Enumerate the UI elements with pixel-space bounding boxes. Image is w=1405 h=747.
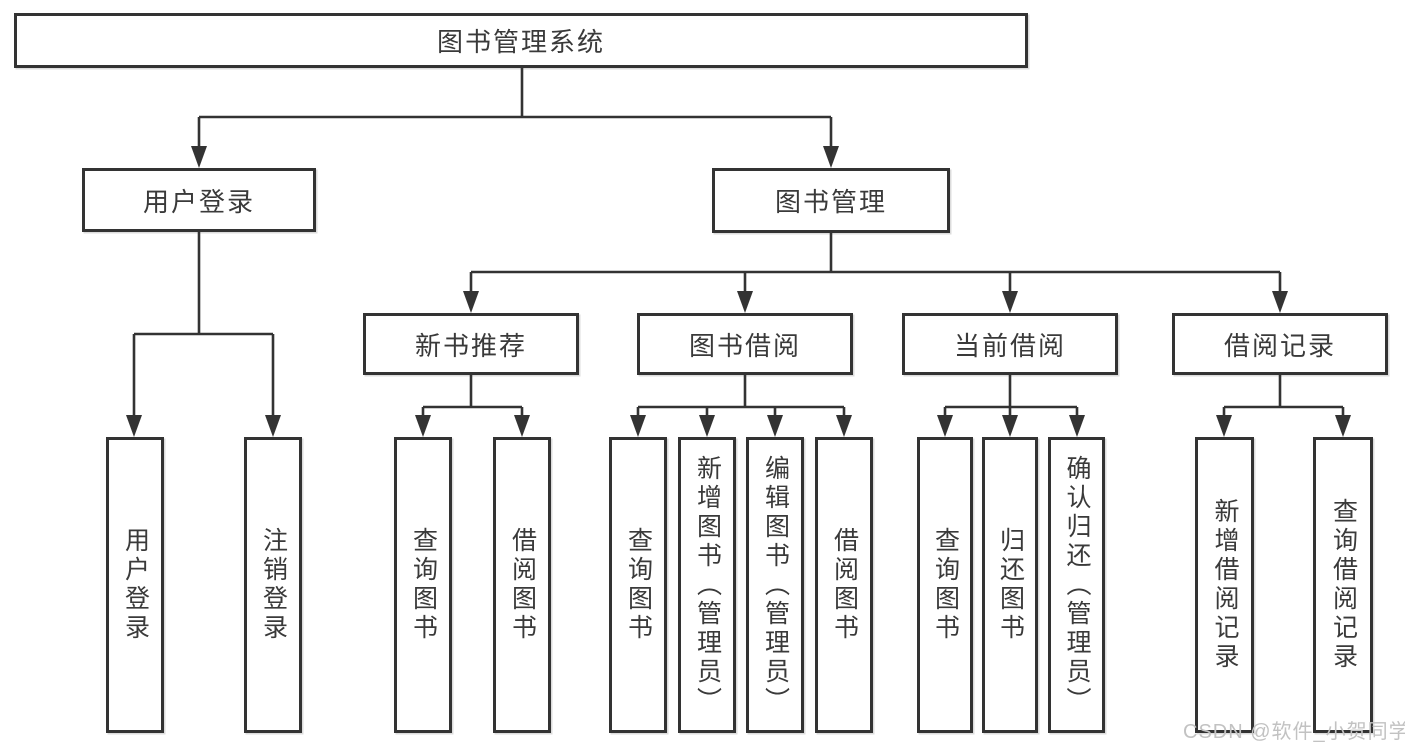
- leaf-query-books-current: 查询图书: [917, 437, 973, 733]
- leaf-query-books-borrowing-label: 查询图书: [624, 527, 653, 643]
- leaf-return-books: 归还图书: [982, 437, 1038, 733]
- leaf-query-borrow-record: 查询借阅记录: [1313, 437, 1373, 733]
- node-book-management: 图书管理: [712, 168, 950, 233]
- leaf-add-borrow-record: 新增借阅记录: [1195, 437, 1254, 733]
- leaf-user-login-label: 用户登录: [121, 527, 150, 643]
- leaf-edit-books-admin: 编辑图书（管理员）: [746, 437, 804, 733]
- leaf-query-books-recommend: 查询图书: [394, 437, 452, 733]
- node-borrowing-records: 借阅记录: [1172, 313, 1388, 375]
- leaf-confirm-return-admin: 确认归还（管理员）: [1048, 437, 1105, 733]
- node-borrowing-records-label: 借阅记录: [1223, 330, 1336, 361]
- node-current-borrowing-label: 当前借阅: [953, 330, 1066, 361]
- node-user-login-label: 用户登录: [142, 186, 255, 217]
- node-new-book-recommendation-label: 新书推荐: [414, 330, 527, 361]
- leaf-edit-books-admin-label: 编辑图书（管理员）: [761, 454, 790, 716]
- node-current-borrowing: 当前借阅: [902, 313, 1118, 375]
- leaf-add-borrow-record-label: 新增借阅记录: [1211, 498, 1239, 672]
- leaf-query-books-borrowing: 查询图书: [609, 437, 667, 733]
- leaf-query-books-current-label: 查询图书: [931, 527, 960, 643]
- leaf-query-books-recommend-label: 查询图书: [409, 527, 438, 643]
- leaf-user-login: 用户登录: [106, 437, 164, 733]
- leaf-confirm-return-admin-label: 确认归还（管理员）: [1063, 454, 1091, 716]
- node-user-login: 用户登录: [82, 168, 316, 232]
- leaf-add-books-admin: 新增图书（管理员）: [678, 437, 736, 733]
- leaf-return-books-label: 归还图书: [996, 527, 1025, 643]
- leaf-borrow-books-borrowing-label: 借阅图书: [830, 527, 859, 643]
- leaf-query-borrow-record-label: 查询借阅记录: [1329, 498, 1358, 672]
- node-library-management-system-label: 图书管理系统: [436, 27, 605, 57]
- leaf-borrow-books-recommend: 借阅图书: [493, 437, 551, 733]
- node-book-borrowing: 图书借阅: [637, 313, 853, 375]
- leaf-logout: 注销登录: [244, 437, 302, 733]
- node-library-management-system: 图书管理系统: [14, 13, 1028, 68]
- csdn-watermark: CSDN @软件_小贺同学: [1183, 721, 1405, 743]
- node-book-management-label: 图书管理: [774, 187, 887, 217]
- leaf-logout-label: 注销登录: [259, 527, 288, 643]
- node-book-borrowing-label: 图书借阅: [688, 330, 801, 361]
- leaf-add-books-admin-label: 新增图书（管理员）: [693, 454, 722, 716]
- leaf-borrow-books-recommend-label: 借阅图书: [508, 527, 537, 643]
- node-new-book-recommendation: 新书推荐: [363, 313, 579, 375]
- leaf-borrow-books-borrowing: 借阅图书: [815, 437, 873, 733]
